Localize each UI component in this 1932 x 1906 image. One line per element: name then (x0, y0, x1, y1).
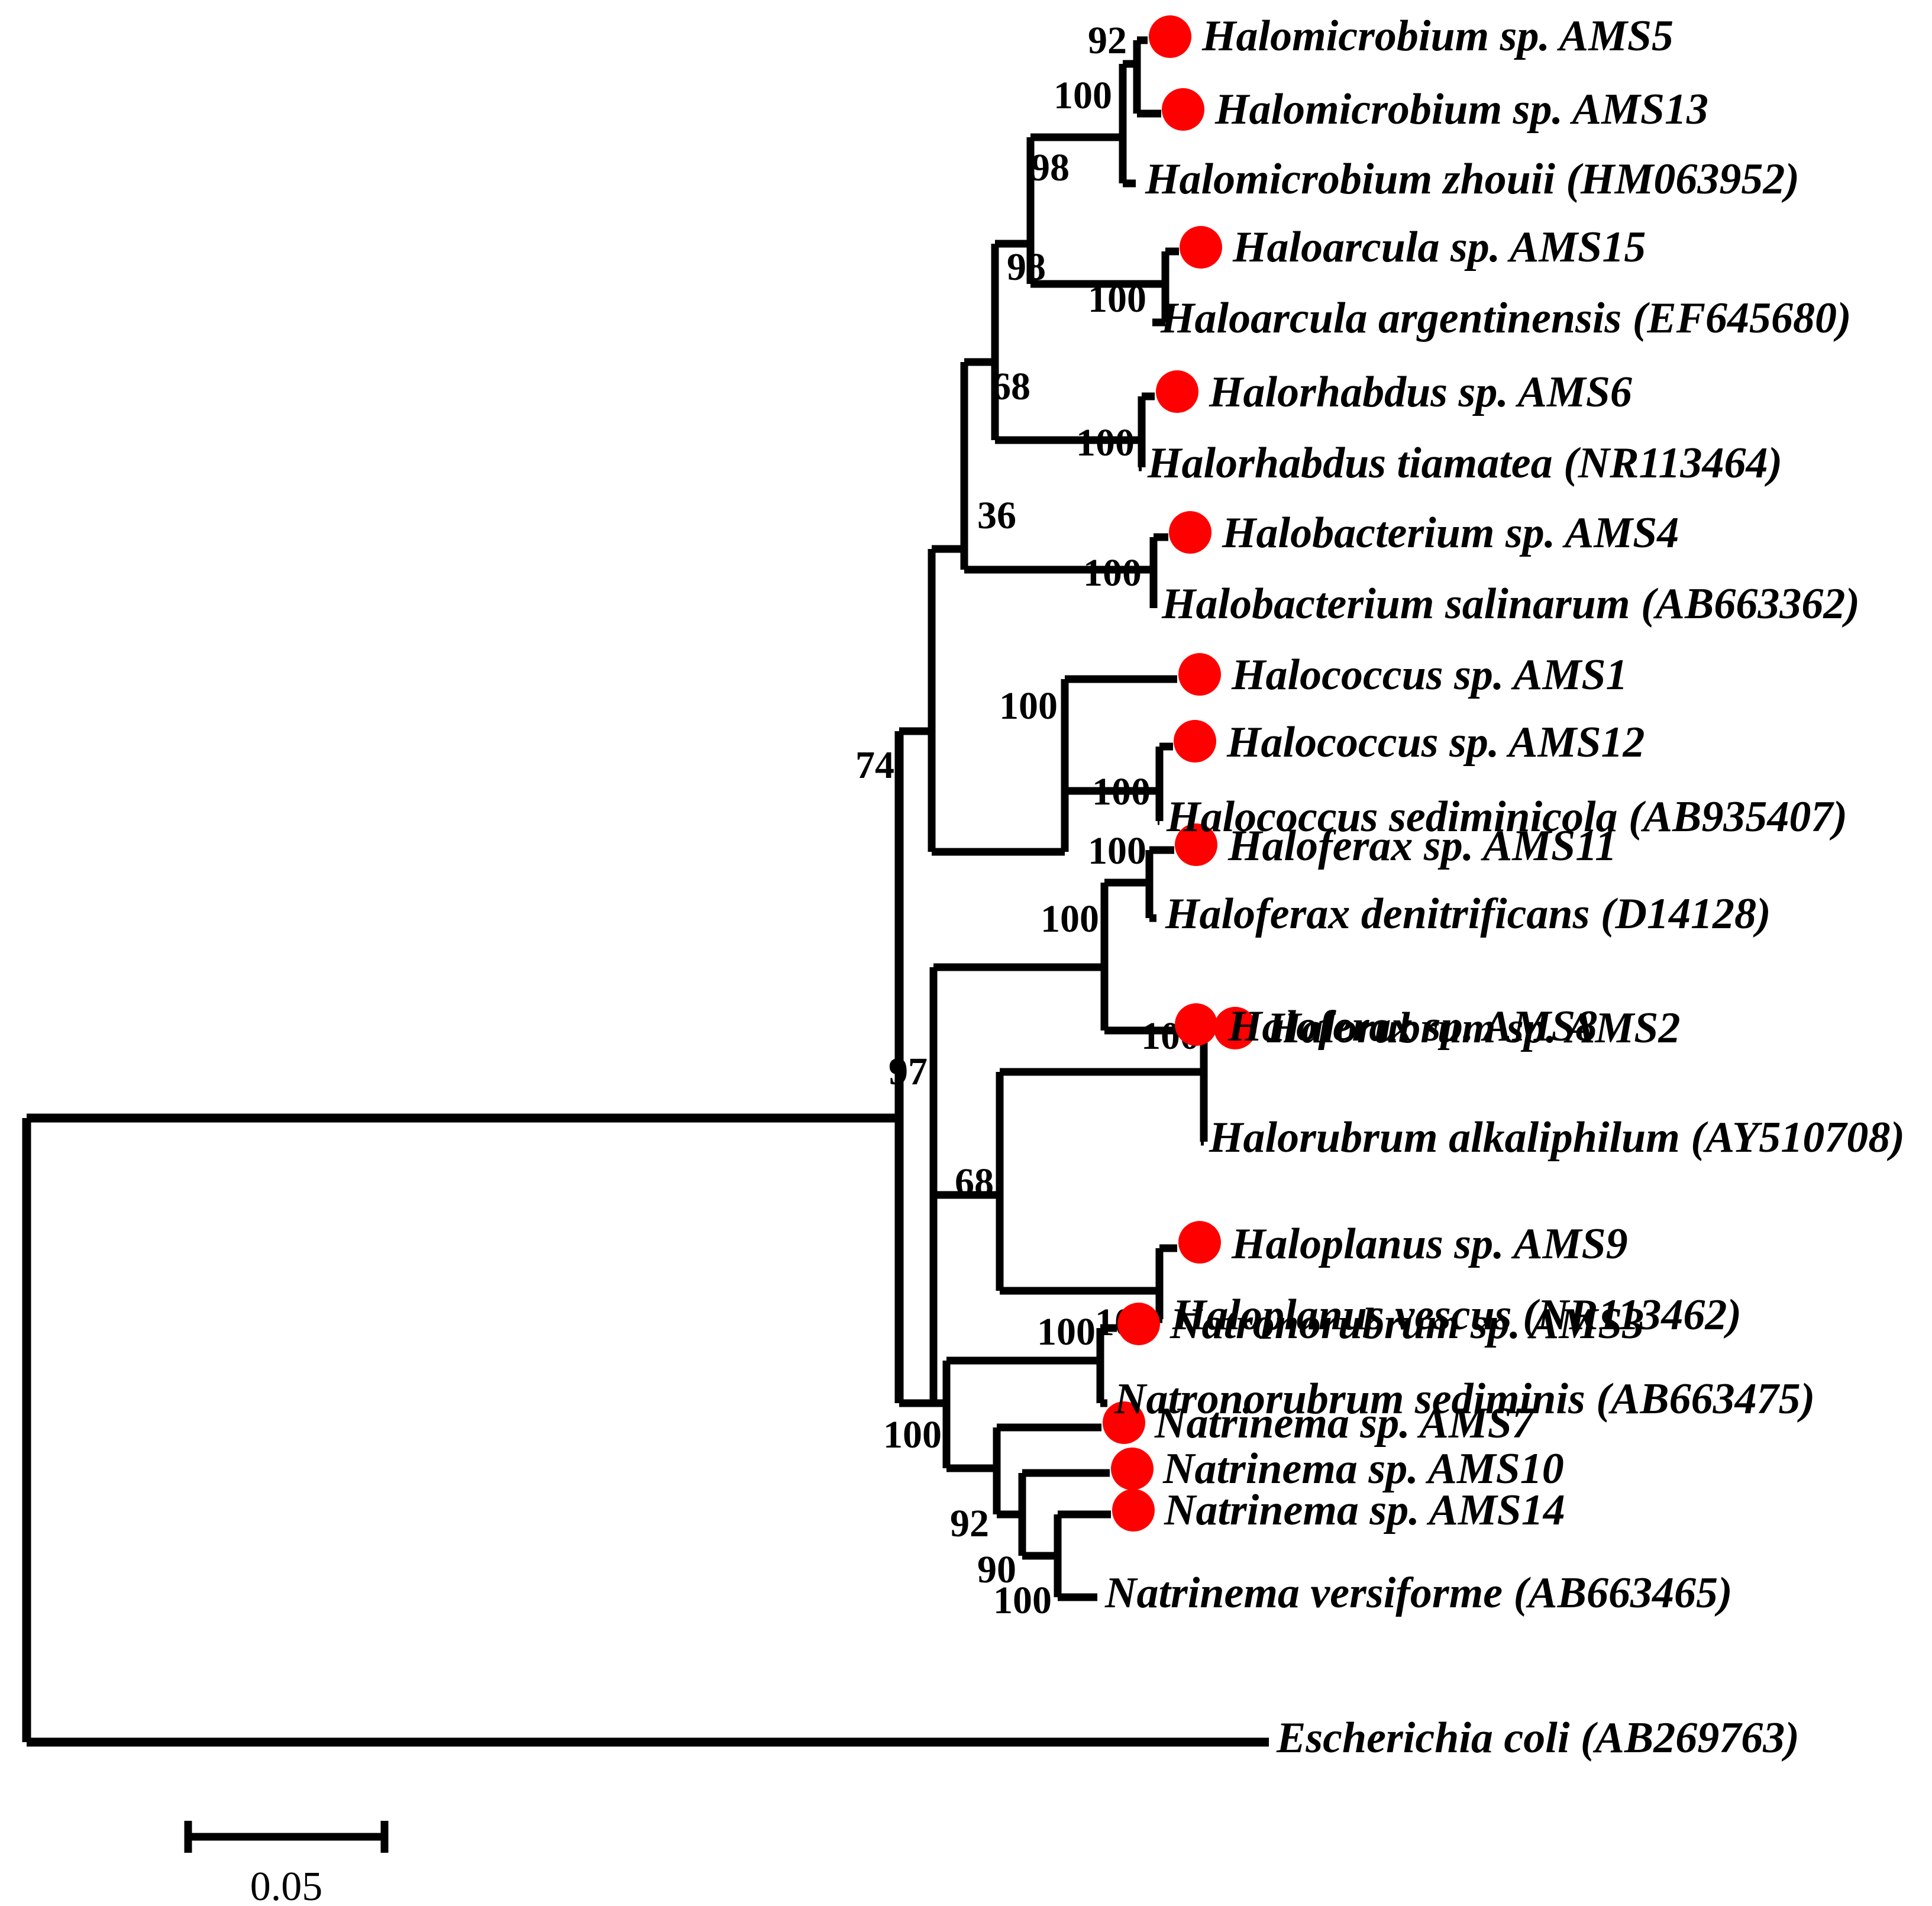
tip-label: Haloplanus vescus (NR113462) (1172, 1291, 1742, 1339)
red-circle-icon (1169, 511, 1211, 554)
red-circle-icon (1214, 1007, 1256, 1049)
bootstrap-value: 100 (1088, 277, 1146, 321)
red-circle-icon (1175, 1003, 1217, 1046)
scale-bar: 0.05 (184, 1821, 389, 1906)
bootstrap-value: 98 (1030, 146, 1070, 189)
tip-label: Halomicrobium sp. AMS13 (1214, 85, 1708, 134)
bootstrap-value: 100 (1054, 74, 1112, 117)
bootstrap-values: 92 100 98 100 98 100 68 100 36 100 100 7… (855, 19, 1200, 1622)
tip-label: Haloferax denitrificans (D14128) (1165, 890, 1771, 938)
tip-markers (1103, 15, 1256, 1532)
tip-label: Halococcus sp. AMS1 (1231, 651, 1627, 699)
red-circle-icon (1174, 720, 1216, 763)
tip-label: Halorhabdus sp. AMS6 (1209, 368, 1632, 416)
red-circle-icon (1111, 1448, 1154, 1490)
tip-label: Haloarcula sp. AMS15 (1232, 223, 1646, 272)
bootstrap-value: 92 (1088, 19, 1127, 62)
tip-label: Halococcus sediminicola (AB935407) (1166, 793, 1847, 841)
bootstrap-value: 100 (1083, 551, 1142, 595)
tip-labels: Halomicrobium sp. AMS5 Halomicrobium sp.… (1104, 12, 1905, 1762)
bootstrap-value: 100 (1092, 770, 1151, 813)
bootstrap-value: 100 (1088, 829, 1146, 873)
red-circle-icon (1112, 1489, 1155, 1532)
bootstrap-value: 90 (977, 1548, 1016, 1591)
bootstrap-value: 98 (1007, 245, 1046, 289)
tip-label: Halorhabdus tiamatea (NR113464) (1147, 439, 1782, 487)
tip-label: Halomicrobium zhouii (HM063952) (1145, 155, 1799, 203)
tip-label: Natrinema sp. AMS7 (1154, 1399, 1536, 1448)
red-circle-icon (1103, 1401, 1145, 1444)
tip-label: Natronorubrum sp. AMS3 (1169, 1300, 1644, 1348)
red-circle-icon (1178, 1221, 1221, 1264)
red-circle-icon (1162, 88, 1204, 131)
scale-bar-label: 0.05 (250, 1864, 323, 1906)
tip-label: Haloferax sp. AMS11 (1227, 822, 1617, 870)
bootstrap-value: 97 (889, 1050, 928, 1093)
bootstrap-value: 68 (955, 1161, 994, 1204)
tip-label: Halobacterium sp. AMS4 (1222, 509, 1679, 557)
tip-label: Halorubrum alkaliphilum (AY510708) (1209, 1113, 1905, 1162)
red-circle-icon (1180, 226, 1222, 269)
bootstrap-value: 100 (999, 684, 1058, 728)
tip-label: Natronorubrum sediminis (AB663475) (1114, 1375, 1815, 1423)
tip-label: Natrinema versiforme (AB663465) (1104, 1569, 1733, 1617)
tip-label: Haloplanus sp. AMS9 (1231, 1220, 1628, 1268)
tree-branches (22, 36, 1269, 1747)
tip-label: Halobacterium salinarum (AB663362) (1161, 580, 1860, 628)
tip-label: Natrinema sp. AMS14 (1164, 1486, 1565, 1535)
bootstrap-value: 68 (991, 365, 1030, 408)
bootstrap-value: 100 (1037, 1310, 1096, 1353)
bootstrap-value: 100 (883, 1413, 942, 1456)
red-circle-icon (1149, 15, 1191, 58)
bootstrap-value: 100 (993, 1579, 1052, 1622)
red-circle-icon (1117, 1303, 1160, 1345)
bootstrap-value: 100 (1041, 897, 1099, 941)
red-circle-icon (1156, 370, 1198, 413)
tip-label: Halorubrum sp. AMS2 (1267, 1004, 1680, 1052)
tip-label: Haloferax sp. AMS8 (1227, 1002, 1597, 1051)
tip-label: Halomicrobium sp. AMS5 (1201, 12, 1673, 60)
red-circle-icon (1175, 823, 1217, 866)
bootstrap-value: 36 (977, 494, 1016, 537)
tip-label: Haloarcula argentinensis (EF645680) (1160, 294, 1852, 343)
red-circle-icon (1178, 653, 1221, 696)
tip-label: Escherichia coli (AB269763) (1276, 1714, 1799, 1762)
bootstrap-value: 92 (950, 1502, 989, 1545)
tip-label: Natrinema sp. AMS10 (1162, 1445, 1564, 1493)
bootstrap-value: 100 (1076, 421, 1135, 464)
bootstrap-value: 74 (855, 744, 894, 787)
tip-label: Halococcus sp. AMS12 (1226, 718, 1645, 767)
